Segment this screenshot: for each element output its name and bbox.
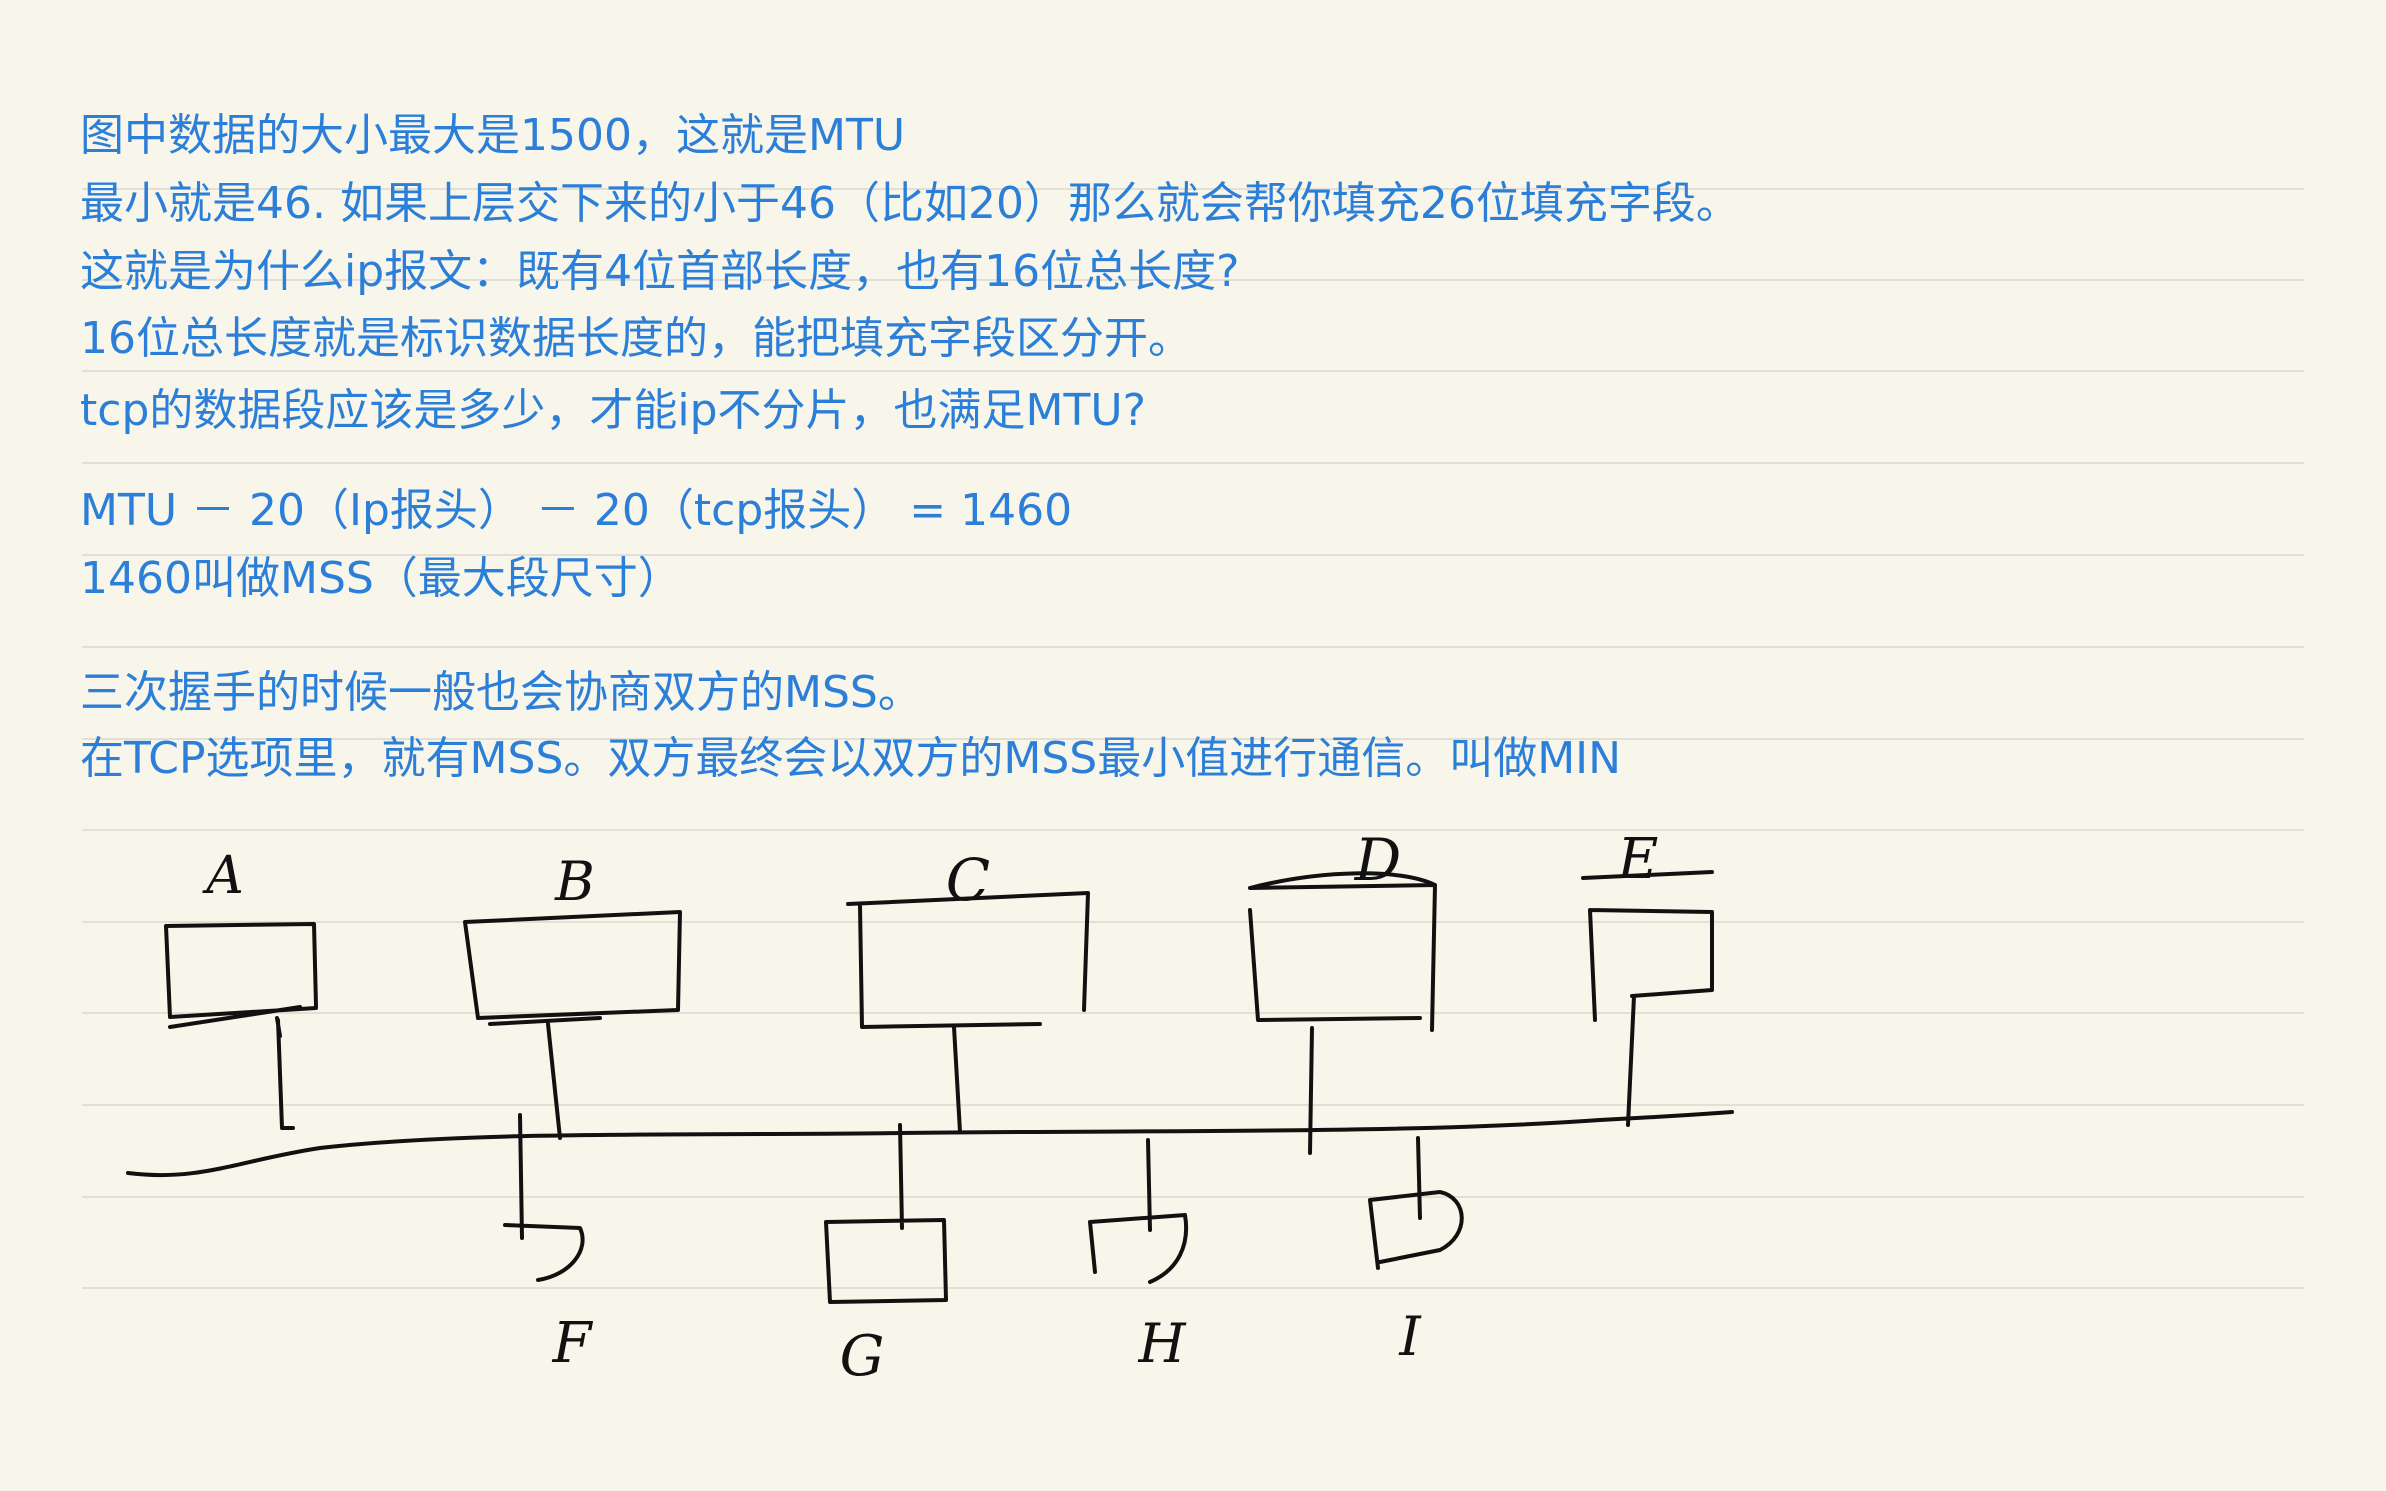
note-line-ip-header-question: 这就是为什么ip报文：既有4位首部长度，也有16位总长度? [80, 246, 1240, 297]
ruled-line [82, 1196, 2304, 1198]
ruled-line [82, 554, 2304, 556]
note-line-tcp-segment-question: tcp的数据段应该是多少，才能ip不分片，也满足MTU? [80, 385, 1146, 436]
host-f: F [503, 1113, 594, 1376]
ruled-line [82, 370, 2304, 372]
note-line-total-length: 16位总长度就是标识数据长度的，能把填充字段区分开。 [80, 313, 1192, 364]
host-d: D [1248, 826, 1437, 1155]
node-label: E [1617, 827, 1659, 892]
ruled-line [82, 921, 2304, 923]
bus-line [126, 1110, 1734, 1178]
host-g: G [824, 1123, 948, 1389]
ruled-line [82, 1104, 2304, 1106]
ruled-line [82, 646, 2304, 648]
host-e: E [1581, 827, 1714, 1127]
ruled-line [82, 279, 2304, 281]
note-line-handshake-mss: 三次握手的时候一般也会协商双方的MSS。 [80, 667, 922, 718]
ruled-line [82, 1012, 2304, 1014]
host-i: I [1368, 1136, 1464, 1368]
host-c: C [846, 846, 1090, 1134]
note-line-mss-definition: 1460叫做MSS（最大段尺寸） [80, 553, 682, 604]
node-label: G [840, 1324, 885, 1389]
node-label: F [552, 1311, 594, 1376]
node-label: C [946, 846, 990, 914]
node-label: D [1354, 826, 1402, 894]
note-line-mtu: 图中数据的大小最大是1500，这就是MTU [80, 110, 906, 161]
note-line-tcp-options: 在TCP选项里，就有MSS。双方最终会以双方的MSS最小值进行通信。叫做MIN [80, 733, 1622, 784]
ruled-line [82, 1287, 2304, 1289]
node-label: A [202, 846, 244, 906]
ruled-line [82, 738, 2304, 740]
note-line-minimum: 最小就是46. 如果上层交下来的小于46（比如20）那么就会帮你填充26位填充字… [80, 178, 1740, 229]
note-line-mss-formula: MTU － 20（Ip报头） － 20（tcp报头） = 1460 [80, 485, 1073, 536]
ruled-line [82, 829, 2304, 831]
ruled-line [82, 462, 2304, 464]
ruled-line [82, 188, 2304, 190]
host-h: H [1088, 1138, 1188, 1375]
host-b: B [463, 850, 682, 1140]
node-label: I [1398, 1305, 1422, 1368]
node-label: B [554, 850, 595, 913]
host-a: A [164, 846, 318, 1130]
node-label: H [1137, 1312, 1186, 1375]
